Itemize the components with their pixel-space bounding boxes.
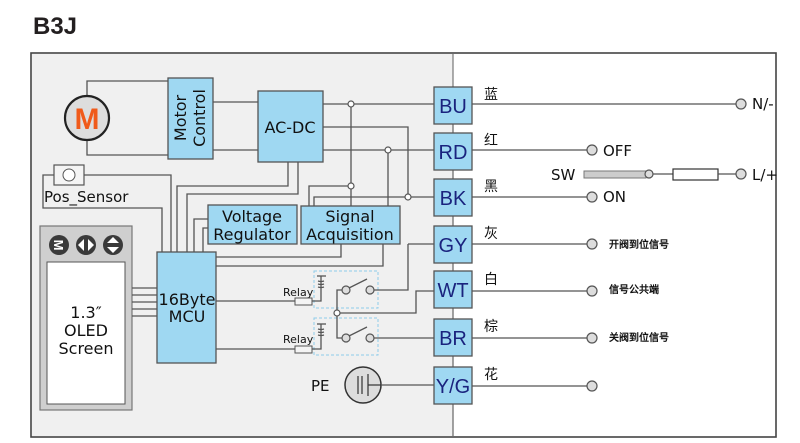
terminal-bk: BK [433,178,473,217]
mcu-label-1: 16Byte [159,290,216,309]
terminal-wt: WT [433,270,473,309]
wire-sensor-mcu-1 [42,174,163,252]
svg-text:Y/G: Y/G [436,376,470,398]
signal-label-on: ON [603,188,626,206]
color-label-br: 棕 [484,319,498,335]
oled-label-3: Screen [58,339,113,358]
relay-label-1: Relay [283,286,314,299]
wire-sa-mcu-2 [216,244,384,267]
svg-text:M: M [51,240,66,251]
wire-vr-mcu-2 [202,227,208,252]
signal-label-common: 信号公共端 [609,283,659,296]
vr-label-1: Voltage [222,207,282,226]
svg-text:GY: GY [439,235,468,257]
terminal-yg: Y/G [433,366,473,405]
voltage-regulator-block: Voltage Regulator [207,204,298,245]
color-label-gy: 灰 [484,226,498,242]
motor-control-label-2: Control [190,89,209,147]
terminal-point-on [586,191,598,203]
menu-icon[interactable]: M [49,235,69,255]
terminal-point-wt [586,285,598,297]
svg-text:WT: WT [437,280,468,302]
svg-text:BK: BK [440,188,467,210]
up-down-icon[interactable] [103,235,123,255]
color-label-bk: 黑 [484,179,498,195]
diagram-title: B3J [33,13,77,40]
terminal-point-br [586,332,598,344]
relay-label-2: Relay [283,333,314,346]
junction-node [404,193,412,201]
relay-1 [294,270,379,313]
pos-sensor: Pos_Sensor [44,164,129,207]
supply-label: L/+ [752,166,778,184]
terminal-gy: GY [433,225,473,264]
color-label-yg: 花 [484,367,498,383]
switch-label: SW [551,166,576,184]
oled-bus [132,287,157,317]
signal-acquisition-block: Signal Acquisition [300,205,401,245]
terminal-rd: RD [433,132,473,171]
pos-sensor-label: Pos_Sensor [44,188,129,207]
wire-sa-in-1 [308,185,351,206]
wire-sensor-mcu-2 [84,174,172,252]
fuse-icon [672,168,719,181]
ground-icon [344,366,382,404]
terminal-point-yg [586,380,598,392]
motor-control-label-1: Motor [171,94,190,141]
signal-label-close: 关阀到位信号 [609,331,669,344]
wire-motor-top [86,80,168,100]
signal-label-n: N/- [752,95,774,113]
terminal-point-gy [586,238,598,250]
color-label-bu: 蓝 [484,87,498,103]
ac-dc-label: AC-DC [264,118,315,137]
motor-control-block: Motor Control [167,77,214,160]
signal-label-off: OFF [603,142,632,160]
ac-dc-block: AC-DC [257,90,324,163]
signal-label-open: 开阀到位信号 [609,238,669,251]
color-label-rd: 红 [484,133,498,149]
oled-display: 1.3″ OLED Screen [39,225,133,411]
wire-acdc-bk [323,126,434,198]
motor-icon: M [63,94,111,142]
junction-node [384,146,392,154]
wire-vr-mcu-1 [193,218,208,252]
svg-text:BU: BU [439,96,467,118]
switch-pivot [644,169,654,179]
terminal-bu: BU [433,86,473,125]
left-right-icon[interactable] [76,235,96,255]
junction-node [347,100,355,108]
wire-sa-mcu-1 [216,244,342,258]
junction-node [347,182,355,190]
terminal-br: BR [433,318,473,357]
sa-label-2: Acquisition [306,225,394,244]
pe-label: PE [311,377,330,395]
terminal-point-n [735,98,747,110]
svg-text:RD: RD [439,142,468,164]
wire-common-wt [340,290,434,314]
switch-lever [583,170,647,179]
svg-text:BR: BR [439,328,467,350]
relay-common-node [333,309,341,317]
oled-label-2: OLED [64,321,108,340]
motor-letter: M [75,103,100,136]
wire-relay1-gy [374,244,409,291]
wire-acdc-mcu-2 [186,162,299,252]
oled-label-1: 1.3″ [70,303,101,322]
mcu-block: 16Byte MCU [156,251,217,364]
mcu-label-2: MCU [169,307,206,326]
wire-motor-bottom [86,136,168,156]
terminal-point-l [735,168,747,180]
relay-2 [294,313,379,356]
wire-acdc-mcu-1 [176,162,289,252]
color-label-wt: 白 [484,272,498,288]
vr-label-2: Regulator [213,225,291,244]
sa-label-1: Signal [325,207,374,226]
terminal-point-off [586,144,598,156]
wire-sa-in-2 [313,196,408,206]
